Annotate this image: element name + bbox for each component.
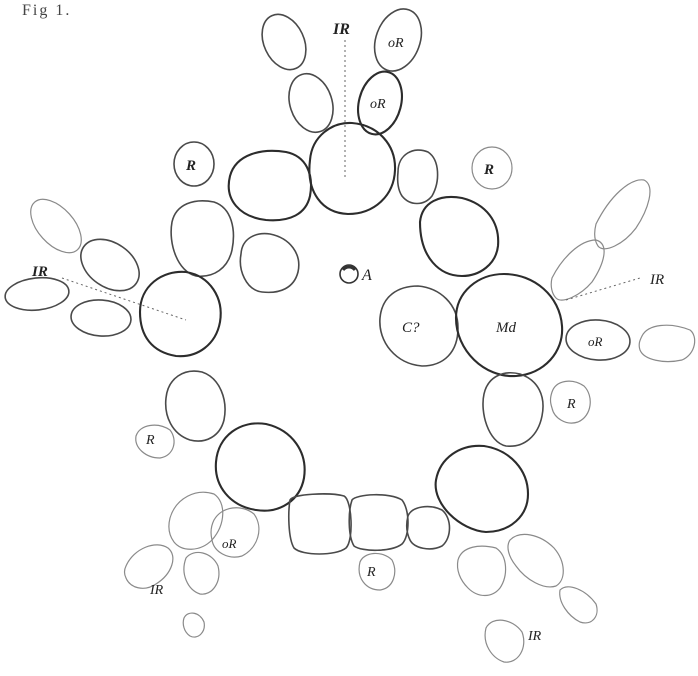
- label-or-top-upper: oR: [388, 36, 404, 51]
- label-c-query: C?: [402, 320, 420, 336]
- label-ir-top: IR: [332, 21, 350, 38]
- label-r-right: R: [566, 397, 576, 412]
- plate: [348, 493, 409, 552]
- plate: [4, 276, 70, 312]
- plate: [357, 70, 403, 136]
- plate-or: [565, 319, 631, 361]
- c-plate: [379, 285, 459, 367]
- leader-line: [61, 277, 187, 321]
- plate: [183, 551, 220, 595]
- plate: [396, 149, 439, 205]
- plate: [559, 586, 598, 624]
- right-arm: [379, 179, 696, 378]
- lower-right-arm: [434, 372, 598, 663]
- label-r-top-left: R: [185, 158, 196, 174]
- plate: [405, 505, 451, 550]
- label-or-lower-left: oR: [222, 536, 237, 551]
- plate: [373, 8, 423, 72]
- label-r-top-right: R: [483, 162, 494, 178]
- plate-or: [210, 507, 260, 558]
- bottom-row: [288, 493, 451, 591]
- plate: [484, 619, 525, 663]
- plate: [456, 545, 507, 597]
- plate: [288, 493, 352, 555]
- top-arm: [261, 8, 423, 216]
- label-r-left-lower: R: [145, 433, 155, 448]
- label-r-bottom: R: [366, 565, 376, 580]
- plate: [80, 238, 140, 292]
- central-left-plate: [138, 270, 222, 358]
- label-or-right: oR: [588, 334, 603, 349]
- plate: [182, 612, 205, 638]
- plate: [70, 299, 132, 337]
- figure-title: Fig 1.: [22, 2, 72, 19]
- plate: [168, 491, 224, 550]
- plate-r: [549, 380, 591, 424]
- plate-r: [173, 141, 215, 187]
- plate: [164, 370, 226, 442]
- plate: [227, 149, 312, 222]
- plate-r: [135, 424, 175, 459]
- plate: [261, 13, 307, 71]
- plate: [550, 239, 605, 301]
- plate: [288, 72, 334, 134]
- plate: [638, 324, 696, 363]
- leader-line: [565, 277, 641, 301]
- plate: [170, 200, 235, 277]
- label-or-top-lower: oR: [370, 97, 386, 112]
- upper-ring: [170, 149, 500, 294]
- plate-r: [358, 552, 396, 591]
- label-ir-left: IR: [31, 264, 48, 280]
- central-lower-left-plate: [214, 422, 306, 512]
- madreporite-plate: [454, 272, 564, 378]
- plate: [418, 196, 500, 278]
- label-ir-right: IR: [649, 272, 664, 288]
- plate: [239, 232, 300, 294]
- left-arm: [4, 198, 222, 358]
- label-md: Md: [495, 320, 516, 336]
- label-ir-lower-left: IR: [149, 583, 164, 598]
- plate: [482, 372, 544, 447]
- plate: [123, 544, 174, 589]
- plate: [594, 179, 651, 250]
- central-lower-right-plate: [434, 444, 530, 534]
- plate: [30, 198, 82, 254]
- plate: [507, 533, 564, 588]
- label-ir-bottom-right: IR: [527, 629, 542, 644]
- label-anus: A: [361, 267, 372, 284]
- lower-left-arm: [123, 370, 306, 638]
- central-top-plate: [308, 121, 397, 216]
- plate-r: [471, 146, 513, 190]
- anus-marker: [339, 264, 359, 284]
